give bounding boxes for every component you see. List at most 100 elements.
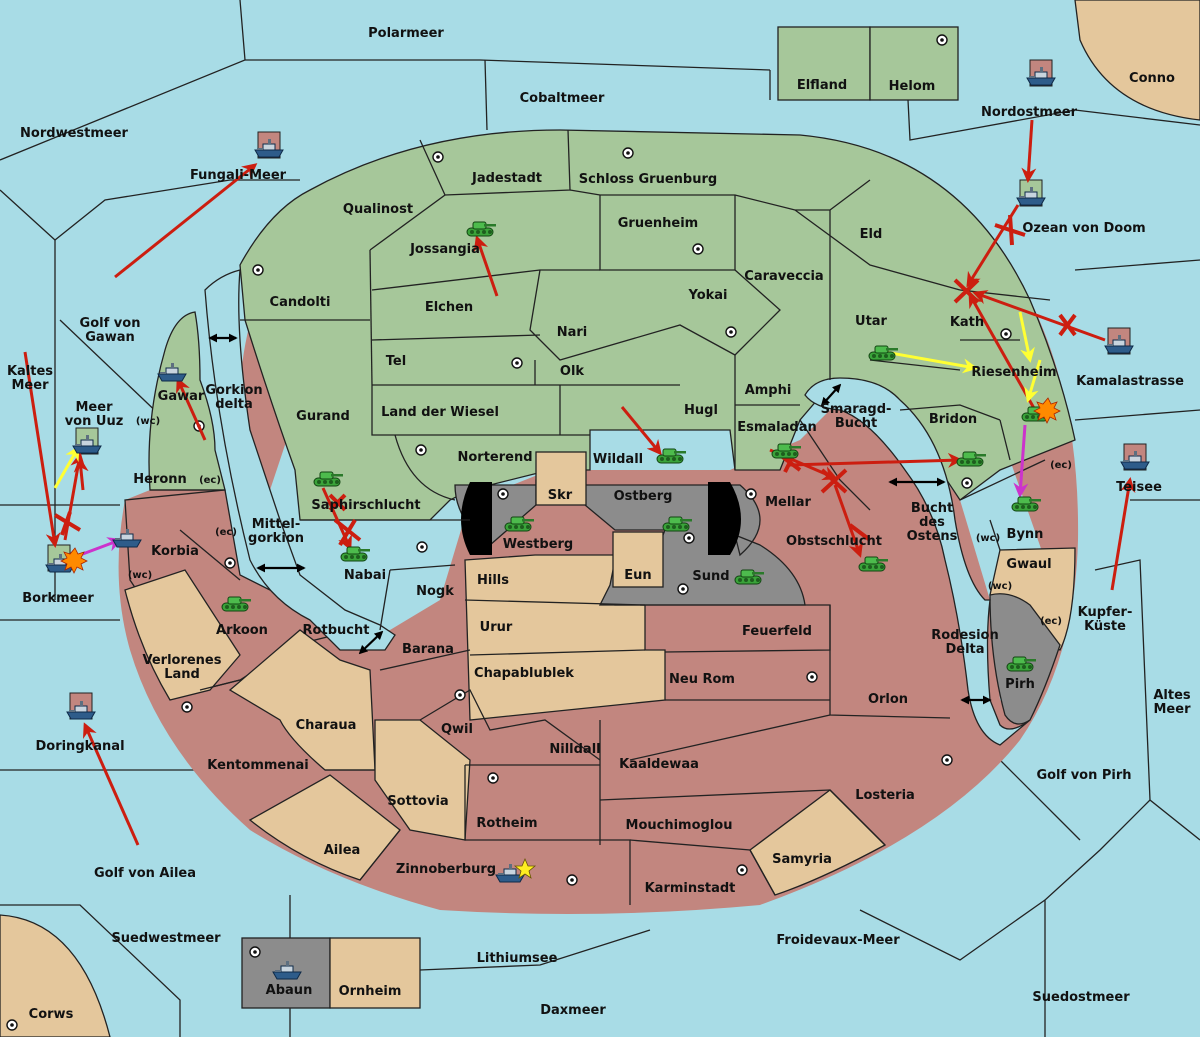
- label-kupferkueste-2: Küste: [1084, 619, 1126, 634]
- label-cobaltmeer: Cobaltmeer: [520, 91, 605, 106]
- label-kaltes-meer-1: Kaltes: [7, 364, 53, 379]
- label-skr: Skr: [548, 488, 573, 503]
- label-ailea: Ailea: [324, 843, 361, 858]
- support-arrows-yellow: [53, 311, 1042, 489]
- label-utar: Utar: [855, 314, 888, 329]
- region-skr[interactable]: [535, 451, 587, 506]
- supply-center-icon: [181, 701, 193, 713]
- label-feuerfeld: Feuerfeld: [742, 624, 812, 639]
- region-elfland[interactable]: [777, 26, 871, 101]
- supply-center-icon: [487, 772, 499, 784]
- strait-arrows: [208, 333, 992, 705]
- label-polarmeer: Polarmeer: [368, 26, 444, 41]
- label-gurand: Gurand: [296, 409, 350, 424]
- convoy-arrows-magenta: [79, 424, 1029, 557]
- coast-label-korbia-wc: (wc): [128, 570, 152, 581]
- label-rotheim: Rotheim: [476, 816, 537, 831]
- label-jadestadt: Jadestadt: [471, 171, 542, 186]
- capital-star-icon: [513, 857, 537, 879]
- supply-center-icon: [745, 488, 757, 500]
- region-verlorenes-land[interactable]: [124, 569, 241, 701]
- label-fungali-meer: Fungali-Meer: [190, 168, 287, 183]
- label-bucht-des-ostens-2: des: [919, 515, 945, 530]
- label-qualinost: Qualinost: [343, 202, 413, 217]
- supply-center-icon: [622, 147, 634, 159]
- dislodged-icon: [60, 397, 1061, 574]
- region-charaua[interactable]: [228, 629, 376, 771]
- label-golf-von-ailea: Golf von Ailea: [94, 866, 196, 881]
- sea-smaragd-bucht[interactable]: [804, 377, 1031, 746]
- coast-label-gwaul-wc: (wc): [988, 581, 1012, 592]
- coast-label-heronn-ec: (ec): [199, 475, 221, 486]
- label-eld: Eld: [860, 227, 883, 242]
- region-ornheim[interactable]: [329, 937, 421, 1009]
- label-schloss-gruenburg: Schloss Gruenburg: [579, 172, 717, 187]
- label-gwaul: Gwaul: [1006, 557, 1051, 572]
- label-mellar: Mellar: [765, 495, 811, 510]
- supply-center-icon: [961, 477, 973, 489]
- label-kath: Kath: [950, 315, 984, 330]
- supply-center-icon: [249, 946, 261, 958]
- label-nabai: Nabai: [344, 568, 386, 583]
- label-urur: Urur: [480, 620, 513, 635]
- label-rodesion-delta-2: Delta: [945, 642, 984, 657]
- label-nilldall: Nilldall: [549, 742, 600, 757]
- label-rotbucht: Rotbucht: [303, 623, 370, 638]
- label-kupferkueste-1: Kupfer-: [1078, 605, 1133, 620]
- label-losteria: Losteria: [855, 788, 915, 803]
- label-jossangia: Jossangia: [409, 242, 480, 257]
- label-gorkion-delta-2: delta: [215, 397, 253, 412]
- supply-center-icon: [683, 532, 695, 544]
- label-nari: Nari: [557, 325, 588, 340]
- label-land-der-wiesel: Land der Wiesel: [381, 405, 499, 420]
- label-suedostmeer: Suedostmeer: [1032, 990, 1130, 1005]
- label-heronn: Heronn: [133, 472, 187, 487]
- label-kaaldewaa: Kaaldewaa: [619, 757, 699, 772]
- label-wildall: Wildall: [593, 452, 643, 467]
- coast-label-korbia-ec: (ec): [215, 527, 237, 538]
- region-eun[interactable]: [612, 531, 664, 588]
- label-borkmeer: Borkmeer: [22, 591, 94, 606]
- label-neu-rom: Neu Rom: [669, 672, 735, 687]
- label-golf-von-pirh: Golf von Pirh: [1036, 768, 1131, 783]
- label-bridon: Bridon: [929, 412, 977, 427]
- label-charaua: Charaua: [296, 718, 357, 733]
- label-kaltes-meer-2: Meer: [12, 378, 50, 393]
- supply-center-icon: [6, 1019, 18, 1031]
- label-bucht-des-ostens-1: Bucht: [911, 501, 953, 516]
- label-qwil: Qwil: [441, 722, 473, 737]
- label-kamalastrasse: Kamalastrasse: [1076, 374, 1184, 389]
- label-meer-von-uuz-2: von Uuz: [65, 414, 124, 429]
- label-nordostmeer: Nordostmeer: [981, 105, 1078, 120]
- label-zinnoberburg: Zinnoberburg: [396, 862, 496, 877]
- label-ozean-von-doom: Ozean von Doom: [1022, 221, 1145, 236]
- land-borders: [150, 129, 1051, 905]
- label-nordwestmeer: Nordwestmeer: [20, 126, 128, 141]
- label-ornheim: Ornheim: [339, 984, 402, 999]
- coast-label-gwaul-ec: (ec): [1040, 616, 1062, 627]
- label-samyria: Samyria: [772, 852, 832, 867]
- supply-center-icon: [415, 444, 427, 456]
- label-saphirschlucht: Saphirschlucht: [311, 498, 420, 513]
- label-amphi: Amphi: [745, 383, 792, 398]
- region-westberg-edge: [461, 482, 492, 555]
- label-kentommenai: Kentommenai: [207, 758, 308, 773]
- supply-center-icon: [511, 357, 523, 369]
- label-conno: Conno: [1129, 71, 1175, 86]
- label-golf-von-gawan-2: Gawan: [85, 330, 134, 345]
- label-corws: Corws: [29, 1007, 74, 1022]
- supply-center-icon: [252, 264, 264, 276]
- label-elfland: Elfland: [797, 78, 847, 93]
- supply-center-icon: [432, 151, 444, 163]
- label-verlorenes-land-2: Land: [164, 667, 200, 682]
- label-sund: Sund: [692, 569, 729, 584]
- label-yokai: Yokai: [687, 288, 727, 303]
- label-gawar: Gawar: [158, 389, 205, 404]
- label-norterend: Norterend: [457, 450, 532, 465]
- sea-gorkion-river[interactable]: [204, 269, 396, 651]
- label-hills: Hills: [477, 573, 509, 588]
- label-suedwestmeer: Suedwestmeer: [111, 931, 221, 946]
- label-ostberg: Ostberg: [614, 489, 673, 504]
- supply-centers: [6, 34, 1012, 1031]
